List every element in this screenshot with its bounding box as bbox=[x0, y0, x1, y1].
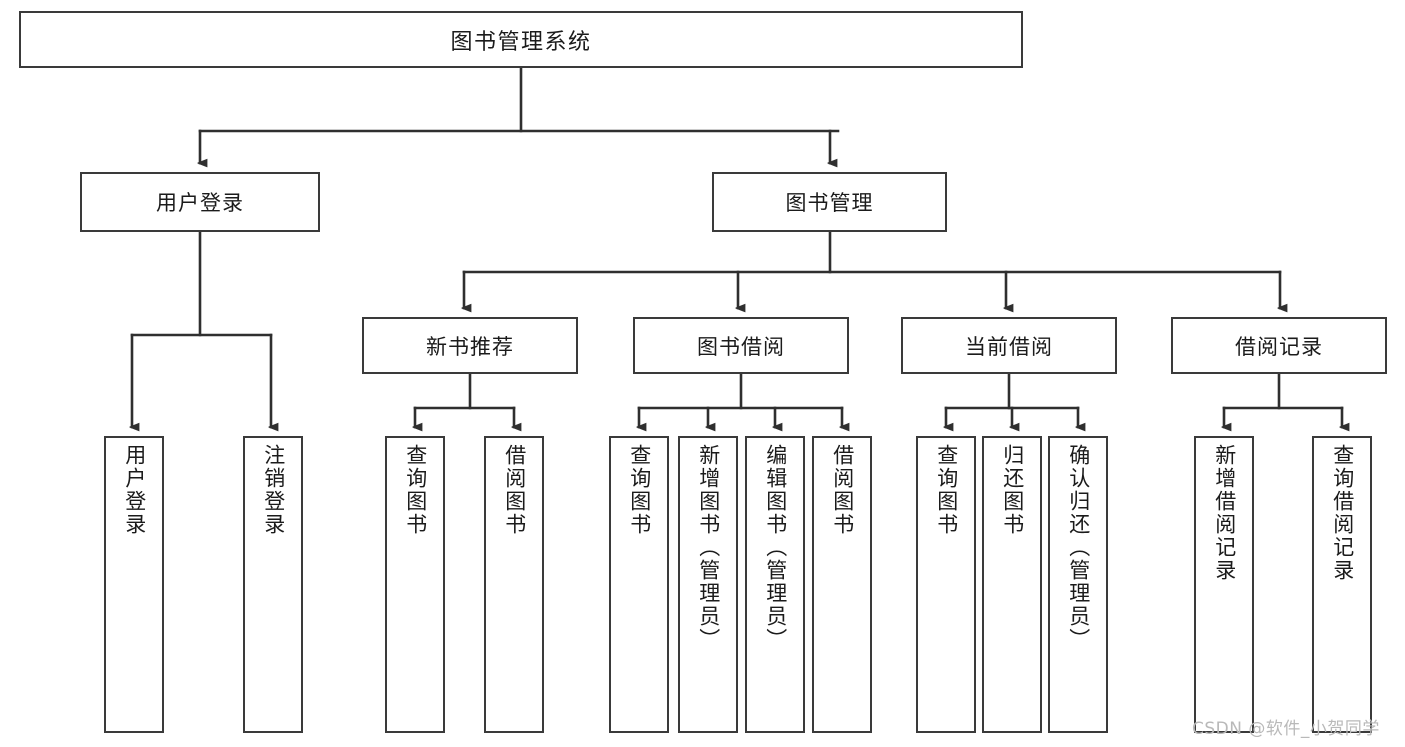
leaf-return-book-label: 归还图书 bbox=[1000, 444, 1025, 536]
leaf-add-book-admin[interactable]: 新增图书（管理员） bbox=[678, 436, 738, 733]
node-book-borrow-label: 图书借阅 bbox=[697, 334, 785, 359]
node-current-borrow[interactable]: 当前借阅 bbox=[901, 317, 1117, 374]
leaf-query-borrow-record-label: 查询借阅记录 bbox=[1330, 444, 1355, 582]
node-user-login-label: 用户登录 bbox=[156, 191, 244, 215]
leaf-borrow-book-1-label: 借阅图书 bbox=[502, 444, 527, 536]
leaf-logout-login-label: 注销登录 bbox=[261, 444, 286, 536]
node-book-management-label: 图书管理 bbox=[785, 191, 874, 215]
leaf-borrow-book-2-label: 借阅图书 bbox=[830, 444, 855, 536]
leaf-borrow-book-1[interactable]: 借阅图书 bbox=[484, 436, 544, 733]
leaf-return-book[interactable]: 归还图书 bbox=[982, 436, 1042, 733]
leaf-query-book-3[interactable]: 查询图书 bbox=[916, 436, 976, 733]
leaf-edit-book-admin[interactable]: 编辑图书（管理员） bbox=[745, 436, 805, 733]
node-book-management[interactable]: 图书管理 bbox=[712, 172, 947, 232]
node-user-login[interactable]: 用户登录 bbox=[80, 172, 320, 232]
leaf-edit-book-admin-label: 编辑图书（管理员） bbox=[763, 444, 788, 651]
node-new-book-recommend-label: 新书推荐 bbox=[426, 334, 514, 359]
csdn-watermark: CSDN @软件_小贺同学 bbox=[1192, 719, 1380, 739]
leaf-borrow-book-2[interactable]: 借阅图书 bbox=[812, 436, 872, 733]
leaf-confirm-return-admin[interactable]: 确认归还（管理员） bbox=[1048, 436, 1108, 733]
leaf-user-login-label: 用户登录 bbox=[122, 444, 147, 536]
node-new-book-recommend[interactable]: 新书推荐 bbox=[362, 317, 578, 374]
leaf-add-book-admin-label: 新增图书（管理员） bbox=[696, 444, 721, 651]
leaf-query-book-2-label: 查询图书 bbox=[627, 444, 652, 536]
node-root-label: 图书管理系统 bbox=[450, 29, 592, 55]
leaf-user-login[interactable]: 用户登录 bbox=[104, 436, 164, 733]
leaf-query-borrow-record[interactable]: 查询借阅记录 bbox=[1312, 436, 1372, 733]
node-borrow-record[interactable]: 借阅记录 bbox=[1171, 317, 1387, 374]
leaf-add-borrow-record-label: 新增借阅记录 bbox=[1212, 444, 1237, 582]
leaf-add-borrow-record[interactable]: 新增借阅记录 bbox=[1194, 436, 1254, 733]
leaf-query-book-1[interactable]: 查询图书 bbox=[385, 436, 445, 733]
node-root[interactable]: 图书管理系统 bbox=[19, 11, 1023, 68]
leaf-query-book-3-label: 查询图书 bbox=[934, 444, 959, 536]
leaf-query-book-2[interactable]: 查询图书 bbox=[609, 436, 669, 733]
node-current-borrow-label: 当前借阅 bbox=[965, 334, 1053, 359]
leaf-query-book-1-label: 查询图书 bbox=[403, 444, 428, 536]
node-borrow-record-label: 借阅记录 bbox=[1235, 334, 1323, 359]
leaf-confirm-return-admin-label: 确认归还（管理员） bbox=[1066, 444, 1091, 651]
leaf-logout-login[interactable]: 注销登录 bbox=[243, 436, 303, 733]
node-book-borrow[interactable]: 图书借阅 bbox=[633, 317, 849, 374]
